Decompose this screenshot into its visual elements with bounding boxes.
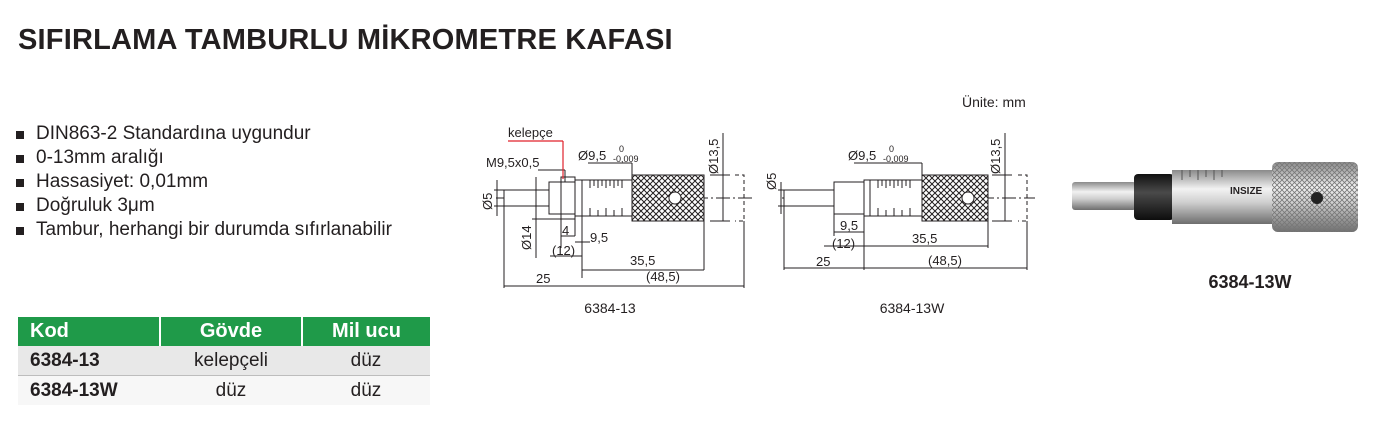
cell-code: 6384-13 <box>18 346 160 376</box>
spindle-diameter: Ø5 <box>480 193 495 210</box>
table-row: 6384-13 kelepçeli düz <box>18 346 430 376</box>
thimble-diameter: Ø13,5 <box>706 139 721 174</box>
feature-item: Hassasiyet: 0,01mm <box>16 170 392 194</box>
dim-48-5: (48,5) <box>646 269 680 284</box>
bullet-icon <box>16 203 24 211</box>
drawing-caption: 6384-13 <box>584 300 636 316</box>
bullet-icon <box>16 227 24 235</box>
dim-25: 25 <box>536 271 550 286</box>
bullet-icon <box>16 179 24 187</box>
cell-code: 6384-13W <box>18 375 160 405</box>
diameter-label: Ø9,5 <box>848 148 876 163</box>
tolerance-lower: -0,009 <box>613 154 639 164</box>
bullet-icon <box>16 131 24 139</box>
dim-9-5: 9,5 <box>590 230 608 245</box>
unit-label: Ünite: mm <box>962 94 1026 110</box>
cell-body: düz <box>160 375 302 405</box>
column-header-body: Gövde <box>160 317 303 346</box>
dim-48-5: (48,5) <box>928 253 962 268</box>
table-header-row: Kod Gövde Mil ucu <box>18 317 430 346</box>
spec-table: Kod Gövde Mil ucu 6384-13 kelepçeli düz … <box>18 317 430 405</box>
cell-tip: düz <box>302 375 430 405</box>
column-header-tip: Mil ucu <box>302 317 430 346</box>
dim-35-5: 35,5 <box>912 231 937 246</box>
dim-4: 4 <box>562 223 569 238</box>
tolerance-lower: -0,009 <box>883 154 909 164</box>
column-header-code: Kod <box>18 317 161 346</box>
tolerance-upper: 0 <box>889 144 894 154</box>
brand-logo: INSIZE <box>1230 186 1263 197</box>
dim-12: (12) <box>552 243 575 258</box>
clamp-diameter: Ø14 <box>519 225 534 250</box>
page-title: SIFIRLAMA TAMBURLU MİKROMETRE KAFASI <box>18 24 673 56</box>
feature-item: Doğruluk 3μm <box>16 194 392 218</box>
cell-body: kelepçeli <box>160 346 302 376</box>
dim-9-5: 9,5 <box>840 218 858 233</box>
feature-item: 0-13mm aralığı <box>16 146 392 170</box>
tolerance-upper: 0 <box>619 144 624 154</box>
table-row: 6384-13W düz düz <box>18 375 430 405</box>
drawing-caption: 6384-13W <box>879 300 945 316</box>
technical-drawing-6384-13: kelepçe M9,5x0,5 Ø9,5 0 -0,009 Ø13,5 Ø5 … <box>480 125 755 288</box>
feature-item: DIN863-2 Standardına uygundur <box>16 122 392 146</box>
dim-12: (12) <box>832 236 855 251</box>
feature-list: DIN863-2 Standardına uygundur 0-13mm ara… <box>16 122 392 242</box>
feature-item: Tambur, herhangi bir durumda sıfırlanabi… <box>16 218 392 242</box>
spindle-diameter: Ø5 <box>764 173 779 190</box>
technical-drawing-6384-13W: Ø9,5 0 -0,009 Ø13,5 Ø5 9,5 (12) 35,5 25 … <box>764 133 1035 270</box>
product-photo: INSIZE <box>1072 162 1358 232</box>
thread-label: M9,5x0,5 <box>486 155 539 170</box>
thimble-diameter: Ø13,5 <box>988 139 1003 174</box>
dim-25: 25 <box>816 254 830 269</box>
photo-caption: 6384-13W <box>1208 272 1292 292</box>
bullet-icon <box>16 155 24 163</box>
clamp-label: kelepçe <box>508 125 553 140</box>
diameter-label: Ø9,5 <box>578 148 606 163</box>
cell-tip: düz <box>302 346 430 376</box>
dim-35-5: 35,5 <box>630 253 655 268</box>
